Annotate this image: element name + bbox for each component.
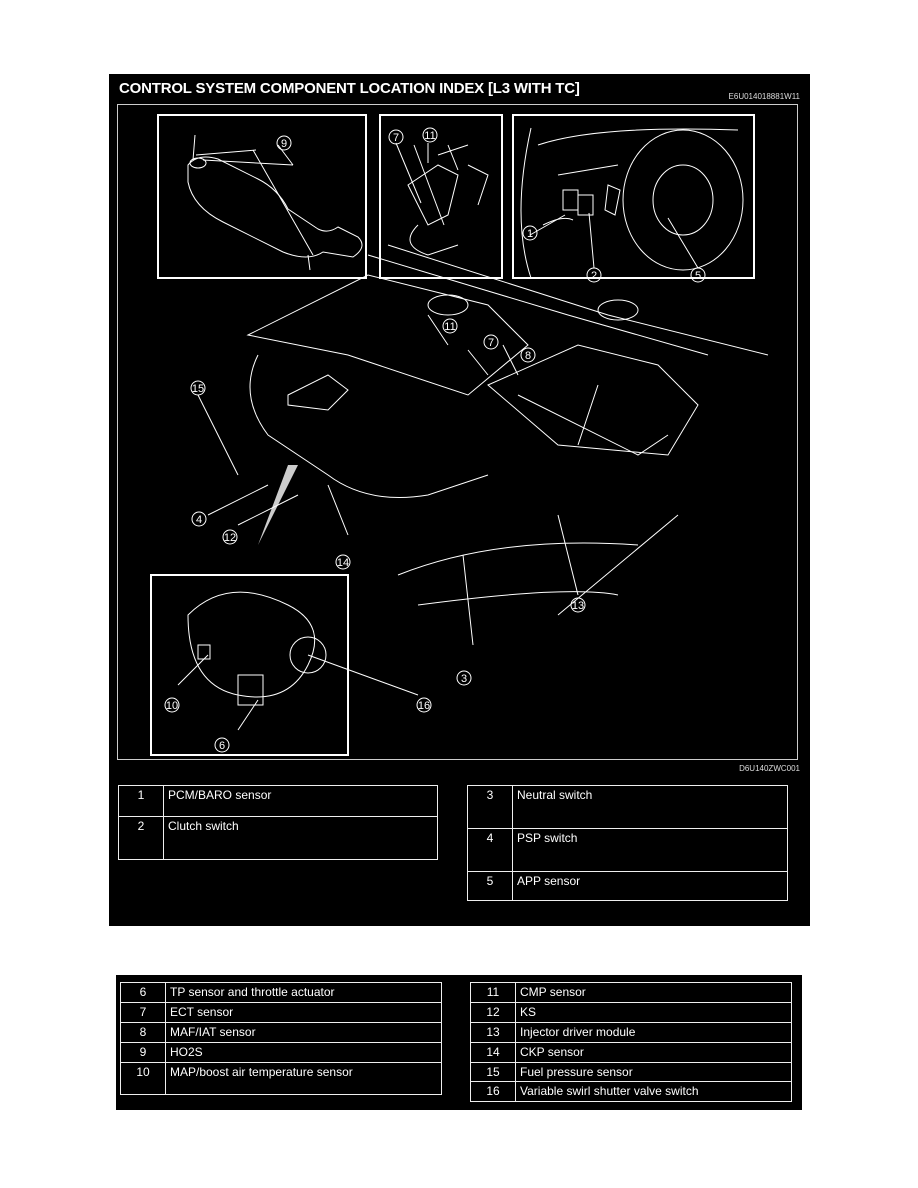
document-code: E6U014018881W11	[728, 92, 800, 101]
item-label: Clutch switch	[163, 816, 438, 860]
item-number: 4	[467, 828, 513, 872]
table-row: 9 HO2S	[120, 1042, 442, 1063]
item-number: 15	[470, 1062, 516, 1082]
item-label: MAP/boost air temperature sensor	[165, 1062, 442, 1095]
svg-text:7: 7	[393, 132, 399, 144]
svg-text:16: 16	[418, 700, 430, 712]
table-row: 5 APP sensor	[467, 871, 788, 901]
table-row: 14 CKP sensor	[470, 1042, 792, 1063]
item-number: 14	[470, 1042, 516, 1063]
item-number: 5	[467, 871, 513, 901]
table-row: 1 PCM/BARO sensor	[118, 785, 438, 817]
table-row: 6 TP sensor and throttle actuator	[120, 982, 442, 1003]
figure-code: D6U140ZWC001	[739, 764, 800, 773]
item-label: ECT sensor	[165, 1002, 442, 1023]
svg-text:13: 13	[572, 600, 584, 612]
svg-text:9: 9	[281, 138, 287, 150]
table-row: 4 PSP switch	[467, 828, 788, 872]
svg-text:11: 11	[424, 130, 435, 142]
svg-text:15: 15	[192, 383, 204, 395]
table-row: 7 ECT sensor	[120, 1002, 442, 1023]
item-number: 1	[118, 785, 164, 817]
item-label: APP sensor	[512, 871, 788, 901]
component-location-figure: 9 7 11 1 2 5 11 7 8 15 4 12 14 13 3 10 1…	[117, 104, 798, 760]
table-row: 15 Fuel pressure sensor	[470, 1062, 792, 1082]
svg-text:12: 12	[224, 532, 236, 544]
svg-text:2: 2	[591, 270, 597, 282]
legend-table-bottom-left: 6 TP sensor and throttle actuator 7 ECT …	[120, 982, 442, 1095]
legend-panel-continued: 6 TP sensor and throttle actuator 7 ECT …	[116, 975, 802, 1110]
table-row: 12 KS	[470, 1002, 792, 1023]
item-number: 11	[470, 982, 516, 1003]
table-row: 10 MAP/boost air temperature sensor	[120, 1062, 442, 1095]
item-label: HO2S	[165, 1042, 442, 1063]
legend-table-bottom-right: 11 CMP sensor 12 KS 13 Injector driver m…	[470, 982, 792, 1102]
legend-table-top-left: 1 PCM/BARO sensor 2 Clutch switch	[118, 785, 438, 860]
item-label: TP sensor and throttle actuator	[165, 982, 442, 1003]
svg-text:10: 10	[166, 700, 178, 712]
item-label: PSP switch	[512, 828, 788, 872]
svg-text:7: 7	[488, 337, 494, 349]
table-row: 3 Neutral switch	[467, 785, 788, 829]
location-index-panel: CONTROL SYSTEM COMPONENT LOCATION INDEX …	[109, 74, 810, 926]
item-label: Injector driver module	[515, 1022, 792, 1043]
svg-text:11: 11	[444, 321, 455, 333]
table-row: 16 Variable swirl shutter valve switch	[470, 1081, 792, 1102]
item-label: CKP sensor	[515, 1042, 792, 1063]
item-number: 13	[470, 1022, 516, 1043]
item-number: 16	[470, 1081, 516, 1102]
table-row: 13 Injector driver module	[470, 1022, 792, 1043]
legend-table-top-right: 3 Neutral switch 4 PSP switch 5 APP sens…	[467, 785, 788, 901]
item-label: CMP sensor	[515, 982, 792, 1003]
item-number: 3	[467, 785, 513, 829]
item-number: 10	[120, 1062, 166, 1095]
item-number: 6	[120, 982, 166, 1003]
svg-text:1: 1	[527, 228, 533, 240]
svg-text:14: 14	[337, 557, 349, 569]
table-row: 8 MAF/IAT sensor	[120, 1022, 442, 1043]
item-number: 8	[120, 1022, 166, 1043]
item-label: KS	[515, 1002, 792, 1023]
svg-text:3: 3	[461, 673, 467, 685]
svg-text:4: 4	[196, 514, 202, 526]
item-label: Neutral switch	[512, 785, 788, 829]
item-number: 7	[120, 1002, 166, 1023]
table-row: 11 CMP sensor	[470, 982, 792, 1003]
item-number: 9	[120, 1042, 166, 1063]
item-label: Fuel pressure sensor	[515, 1062, 792, 1082]
svg-text:8: 8	[525, 350, 531, 362]
item-number: 12	[470, 1002, 516, 1023]
svg-text:6: 6	[219, 740, 225, 752]
callout-markers: 9 7 11 1 2 5 11 7 8 15 4 12 14 13 3 10 1…	[164, 127, 706, 753]
table-row: 2 Clutch switch	[118, 816, 438, 860]
svg-text:5: 5	[695, 270, 701, 282]
item-label: Variable swirl shutter valve switch	[515, 1081, 792, 1102]
item-number: 2	[118, 816, 164, 860]
item-label: MAF/IAT sensor	[165, 1022, 442, 1043]
item-label: PCM/BARO sensor	[163, 785, 438, 817]
page-title: CONTROL SYSTEM COMPONENT LOCATION INDEX …	[119, 80, 580, 97]
engine-bay-illustration: 9 7 11 1 2 5 11 7 8 15 4 12 14 13 3 10 1…	[150, 114, 769, 756]
